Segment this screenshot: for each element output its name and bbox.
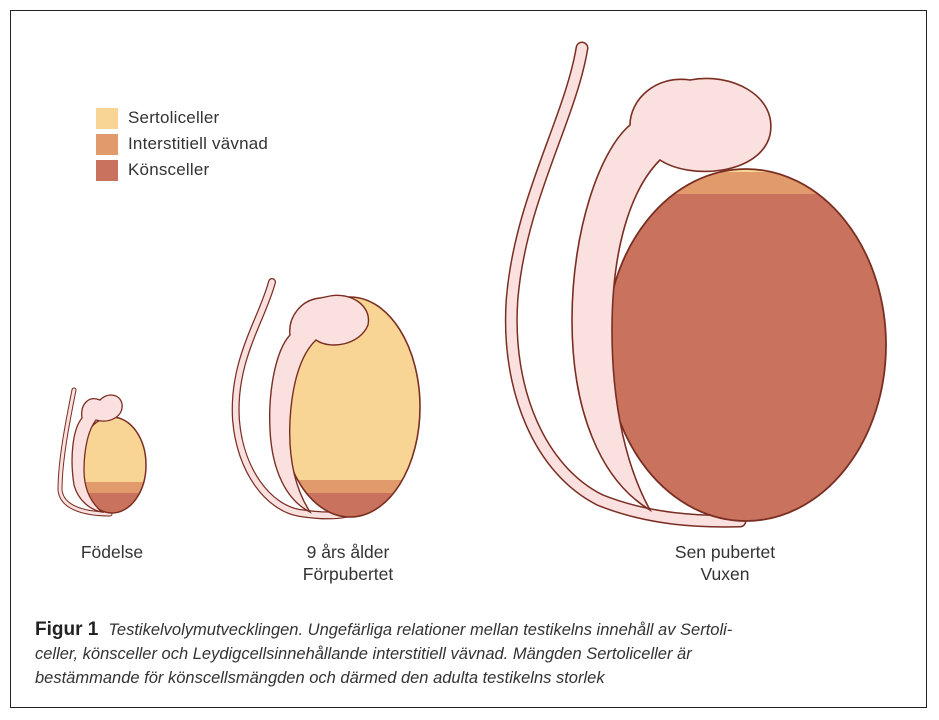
- legend-item-sertoli: Sertoliceller: [96, 105, 268, 131]
- legend-label: Könsceller: [128, 160, 209, 180]
- stage-line1: Sen pubertet: [625, 541, 825, 563]
- legend-swatch-interstitial: [96, 134, 118, 155]
- stage-label-birth: Födelse: [12, 541, 212, 563]
- testis-birth: [60, 390, 160, 523]
- legend-label: Sertoliceller: [128, 108, 219, 128]
- caption-title: Figur 1: [35, 619, 98, 640]
- stage-line1: 9 års ålder: [248, 541, 448, 563]
- caption-line1: Testikelvolymutvecklingen. Ungefärliga r…: [108, 621, 732, 639]
- caption-line2: celler, könsceller och Leydigcellsinnehå…: [35, 642, 915, 666]
- stage-label-prepuberty: 9 års ålder Förpubertet: [248, 541, 448, 585]
- caption-line3: bestämmande för könscellsmängden och där…: [35, 666, 915, 690]
- testis-prepuberty: [236, 282, 440, 523]
- legend-swatch-germcells: [96, 160, 118, 181]
- stage-line2: Vuxen: [625, 563, 825, 585]
- testis-adult: [511, 48, 900, 524]
- stage-line1: Födelse: [12, 541, 212, 563]
- germcell-region-adult: [600, 194, 900, 524]
- legend-label: Interstitiell vävnad: [128, 134, 268, 154]
- stage-line2: Förpubertet: [248, 563, 448, 585]
- stage-label-adult: Sen pubertet Vuxen: [625, 541, 825, 585]
- legend: Sertoliceller Interstitiell vävnad Könsc…: [96, 105, 268, 183]
- legend-item-interstitial: Interstitiell vävnad: [96, 131, 268, 157]
- legend-swatch-sertoli: [96, 108, 118, 129]
- legend-item-germcells: Könsceller: [96, 157, 268, 183]
- figure-caption: Figur 1 Testikelvolymutvecklingen. Ungefä…: [35, 618, 915, 690]
